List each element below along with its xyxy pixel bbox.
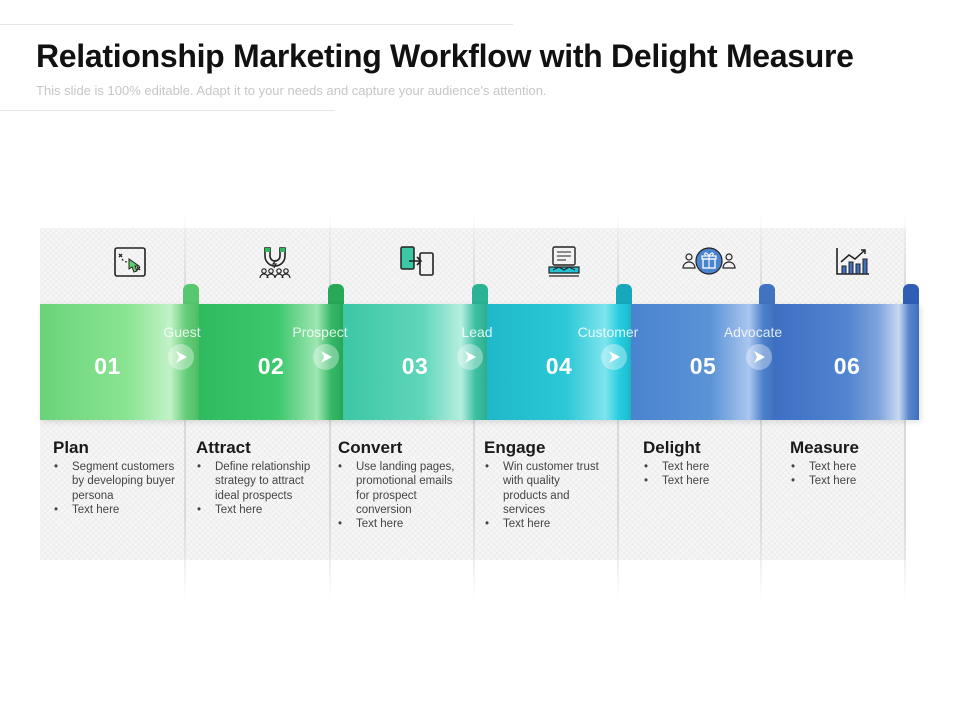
magnet-people-icon [255, 245, 295, 279]
step-number-05: 05 [689, 352, 717, 379]
stage-label-lead: Lead [461, 324, 493, 340]
step-band-01: 01 [40, 304, 199, 420]
growth-chart-icon [833, 245, 873, 279]
step-title-convert: Convert [338, 438, 403, 457]
stage-label-prospect: Prospect [292, 324, 348, 340]
step-title-plan: Plan [53, 438, 89, 457]
step-band-05: 05 [631, 304, 775, 420]
arrow-right-icon [457, 344, 483, 370]
step-title-attract: Attract [196, 438, 251, 457]
arrow-right-icon [168, 344, 194, 370]
step-bullets-plan: Segment customers by developing buyer pe… [54, 460, 176, 517]
bullet-item: Text here [791, 474, 901, 489]
gift-people-icon [682, 245, 736, 279]
step-bullets-attract: Define relationship strategy to attract … [197, 460, 317, 517]
document-transfer-icon [398, 245, 438, 279]
page-subtitle: This slide is 100% editable. Adapt it to… [36, 83, 547, 98]
bullet-item: Segment customers by developing buyer pe… [54, 460, 176, 503]
bullet-item: Text here [338, 517, 466, 532]
step-bullets-convert: Use landing pages, promotional emails fo… [338, 460, 466, 532]
stage-label-customer: Customer [577, 324, 639, 340]
step-number-01: 01 [94, 352, 121, 379]
handshake-agreement-icon [544, 245, 584, 279]
stage-label-advocate: Advocate [723, 324, 783, 340]
bullet-item: Text here [791, 460, 901, 475]
step-number-06: 06 [833, 352, 861, 379]
step-number-02: 02 [257, 352, 285, 379]
step-number-04: 04 [545, 352, 573, 379]
stage-label-guest: Guest [163, 324, 201, 340]
arrow-right-icon [313, 344, 339, 370]
bullet-item: Text here [54, 503, 176, 518]
step-band-04: 04 [487, 304, 631, 420]
arrow-right-icon [746, 344, 772, 370]
step-band-06: 06 [775, 304, 919, 420]
step-bullets-delight: Text here Text here [644, 460, 754, 489]
step-band-03: 03 [343, 304, 487, 420]
bullet-item: Use landing pages, promotional emails fo… [338, 460, 466, 517]
page-title: Relationship Marketing Workflow with Del… [36, 38, 854, 74]
step-band-02: 02 [199, 304, 343, 420]
step-number-03: 03 [401, 352, 429, 379]
step-bullets-engage: Win customer trust with quality products… [485, 460, 605, 532]
bullet-item: Define relationship strategy to attract … [197, 460, 317, 503]
step-bullets-measure: Text here Text here [791, 460, 901, 489]
bullet-item: Text here [644, 474, 754, 489]
bullet-item: Text here [485, 517, 605, 532]
bullet-item: Text here [197, 503, 317, 518]
subtitle-divider [0, 110, 335, 111]
step-title-delight: Delight [643, 438, 701, 457]
bullet-item: Text here [644, 460, 754, 475]
bullet-item: Win customer trust with quality products… [485, 460, 605, 517]
plan-board-icon [110, 245, 150, 279]
step-title-measure: Measure [790, 438, 859, 457]
top-divider [0, 24, 513, 25]
step-title-engage: Engage [484, 438, 546, 457]
arrow-right-icon [601, 344, 627, 370]
